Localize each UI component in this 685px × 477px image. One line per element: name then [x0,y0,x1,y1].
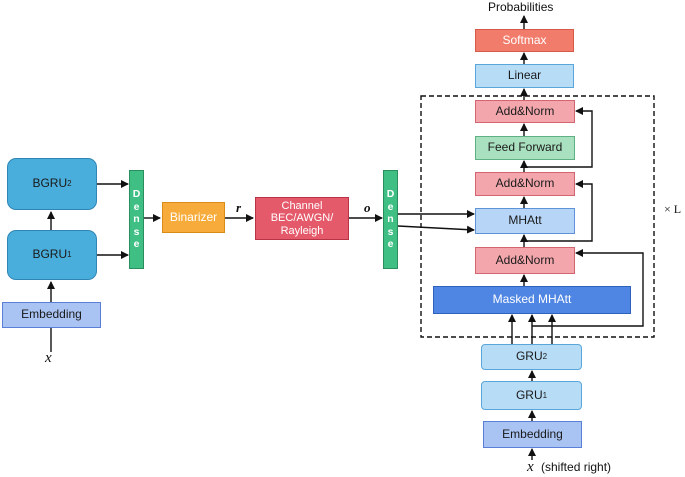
decoder-dense-block: D e n s e [383,170,398,269]
softmax-label: Softmax [502,32,547,47]
encoder-input-x: x [45,350,52,366]
bgru1-label: BGRU [32,247,68,262]
linear-block: Linear [475,64,574,88]
bgru2-label: BGRU [32,176,68,191]
feed-forward-block: Feed Forward [475,136,575,160]
gru1-label: GRU [515,387,543,402]
dense-letter: e [387,238,394,251]
addnorm-block-1: Add&Norm [475,247,575,274]
decoder-embedding-label: Embedding [502,426,563,441]
dense-letter: e [387,200,394,213]
signal-o-label: o [364,200,371,215]
linear-label: Linear [507,68,542,83]
residual-addnorm1-to-addnorm2 [524,180,593,242]
dense-letter: D [386,188,395,201]
signal-r-label: r [236,200,242,215]
arrow-dense-to-mhatt-2 [397,225,475,234]
mhatt-block: MHAtt [475,208,575,234]
decoder-input-x: x [527,459,534,475]
encoder-embedding-block: Embedding [2,302,101,328]
masked-mhatt-label: Masked MHAtt [492,292,572,307]
residual-addnorm2-to-addnorm3 [524,107,593,168]
channel-line-1: Channel [281,199,323,212]
probabilities-label: Probabilities [488,0,554,14]
channel-block: Channel BEC/AWGN/ Rayleigh [255,197,349,240]
dense-letter: e [133,238,140,251]
mhatt-label: MHAtt [508,213,542,228]
binarizer-block: Binarizer [162,202,225,233]
addnorm-label: Add&Norm [495,103,555,118]
addnorm-block-3: Add&Norm [475,100,575,123]
repeat-block [420,95,655,338]
channel-line-3: Rayleigh [280,224,324,237]
dense-letter: D [132,188,141,201]
dense-letter: n [133,213,140,226]
dense-letter: s [133,225,140,238]
encoder-dense-block: D e n s e [129,170,144,269]
decoder-embedding-block: Embedding [483,421,582,448]
addnorm-block-2: Add&Norm [475,172,575,196]
masked-mhatt-block: Masked MHAtt [433,286,631,314]
residual-masked-to-addnorm [532,249,644,327]
dense-letter: s [387,225,394,238]
gru2-label: GRU [515,349,543,364]
addnorm-label: Add&Norm [495,176,555,191]
addnorm-label: Add&Norm [495,252,555,267]
encoder-embedding-label: Embedding [21,307,82,322]
bgru2-subscript: 2 [67,179,72,189]
feed-forward-label: Feed Forward [487,140,563,155]
softmax-block: Softmax [475,29,574,52]
bgru1-subscript: 1 [67,250,72,260]
channel-line-2: BEC/AWGN/ [270,212,334,225]
gru1-subscript: 1 [542,390,548,400]
decoder-input: x (shifted right) [527,459,611,476]
binarizer-label: Binarizer [169,209,218,224]
gru2-subscript: 2 [542,352,548,362]
dense-letter: n [387,213,394,226]
dense-letter: e [133,200,140,213]
repeat-count-label: × L [664,202,682,216]
decoder-input-note: (shifted right) [541,460,612,474]
